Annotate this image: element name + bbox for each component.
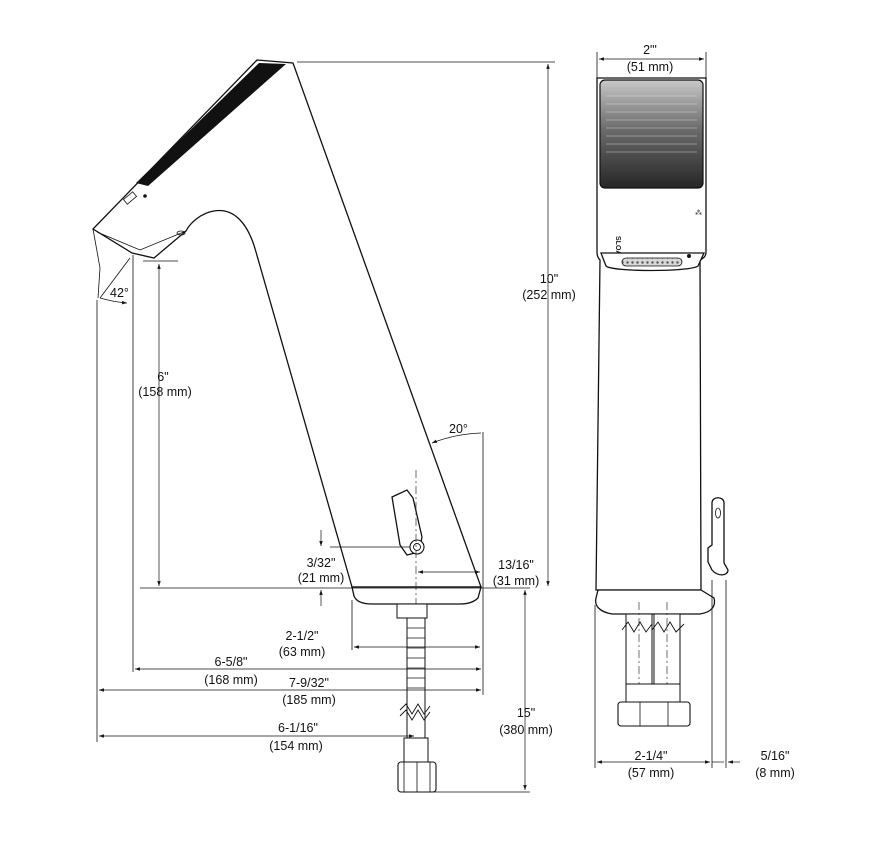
reach-a-metric: (168 mm) (204, 673, 257, 687)
front-top-width-metric: (51 mm) (627, 60, 674, 74)
front-view: 2"' (51 mm) SLOAN ⁂ (594, 43, 795, 780)
base-offset-imperial: 13/16" (498, 558, 534, 572)
spout-tip-edge (92, 228, 101, 299)
front-base-width-imperial: 2-1/4" (635, 749, 668, 763)
base-offset-metric: (31 mm) (493, 574, 540, 588)
front-aerator-dot (687, 254, 691, 258)
reach-b-metric: (154 mm) (269, 739, 322, 753)
spout-led (143, 194, 147, 198)
front-handle-depth-imperial: 5/16" (761, 749, 790, 763)
front-handle-depth-metric: (8 mm) (755, 766, 795, 780)
aerator-outlet (176, 230, 186, 236)
faucet-body-outline (91, 59, 482, 588)
reach-a-imperial: 6-5/8" (215, 655, 248, 669)
total-height-metric: (252 mm) (522, 288, 575, 302)
supply-length-metric: (380 mm) (499, 723, 552, 737)
spout-height-imperial: 6" (157, 370, 168, 384)
front-supply-lines (617, 602, 691, 727)
front-handle-slot (715, 507, 721, 519)
angle-20-arc (431, 432, 482, 444)
handle-offset-metric: (21 mm) (298, 571, 345, 585)
handle-pivot-inner (413, 543, 421, 551)
base-width-metric: (63 mm) (279, 645, 326, 659)
total-height-imperial: 10" (540, 272, 558, 286)
spout-underside-edge (96, 230, 187, 251)
spout-top-sensor-strip (136, 63, 286, 186)
sensor-window (599, 79, 704, 189)
base-width-imperial: 2-1/2" (286, 629, 319, 643)
overall-length-metric: (185 mm) (282, 693, 335, 707)
angle-42-ray (99, 257, 131, 299)
base-plate (351, 586, 482, 605)
spout-button (122, 191, 138, 205)
handle-offset-imperial: 3/32" (307, 556, 336, 570)
angle-42-arc (99, 297, 128, 305)
front-aerator (621, 257, 683, 267)
front-base (594, 589, 716, 615)
angle-42-label: 42° (110, 286, 129, 300)
front-handle (707, 497, 729, 576)
brand-logo: SLOAN (614, 236, 621, 261)
supply-length-imperial: 15" (517, 706, 535, 720)
front-base-width-metric: (57 mm) (628, 766, 675, 780)
overall-length-imperial: 7-9/32" (289, 676, 329, 690)
front-top-width-imperial: 2"' (643, 43, 657, 57)
supply-tube (396, 603, 437, 793)
angle-20-label: 20° (449, 422, 468, 436)
reach-b-imperial: 6-1/16" (278, 721, 318, 735)
front-indicator-glyph: ⁂ (695, 209, 702, 217)
sensor-window-lines (606, 95, 697, 153)
spout-height-metric: (158 mm) (138, 385, 191, 399)
side-view: 42° 20° 6" (158 mm) 10" (252 mm) 3/32" (… (91, 59, 576, 793)
